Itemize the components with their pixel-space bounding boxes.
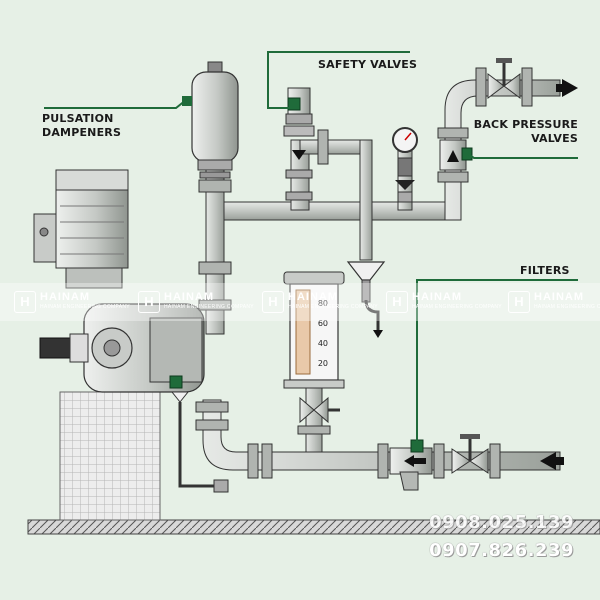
- flow-arrow-icon: [562, 79, 578, 97]
- watermark-brand: HAINAM: [534, 291, 584, 303]
- flow-arrow-icon: [414, 458, 426, 464]
- watermark-phone: 0908.025.139: [429, 512, 574, 533]
- funnel-icon: [346, 261, 386, 338]
- safety-valve: [283, 87, 315, 201]
- flow-arrow-icon: [404, 455, 414, 467]
- hainam-logo-icon: H: [138, 291, 160, 313]
- watermark-band: [0, 283, 600, 321]
- drain-line: [178, 402, 216, 488]
- flow-arrow-icon: [540, 452, 556, 470]
- hainam-logo-icon: H: [508, 291, 530, 313]
- watermark-tagline: HAINAM ENGINEERING COMPANY: [164, 304, 254, 310]
- pressure-gauge-icon: [392, 127, 418, 203]
- watermark-logo: H HAINAM HAINAM ENGINEERING COMPANY: [508, 290, 600, 314]
- funnel-icon: [170, 391, 190, 403]
- outlet-isolation-valve: [475, 58, 533, 107]
- safety-relief-drop: [359, 139, 373, 261]
- scale-tick: 80: [318, 299, 328, 308]
- label-safety-valves: SAFETY VALVES: [318, 58, 418, 71]
- callout-line-back-pressure: [467, 153, 578, 159]
- flange: [198, 179, 232, 193]
- safety-relief-pipe: [299, 139, 369, 155]
- watermark-brand: HAINAM: [164, 291, 214, 303]
- back-pressure-valve: [437, 127, 473, 183]
- flange: [317, 129, 329, 165]
- calibration-column: [283, 271, 345, 453]
- watermark-brand: HAINAM: [40, 291, 90, 303]
- hainam-logo-icon: H: [262, 291, 284, 313]
- watermark-logo: H HAINAM HAINAM ENGINEERING COMPANY: [386, 290, 502, 314]
- label-pulsation-dampeners: PULSATION DAMPENERS: [42, 112, 122, 139]
- discharge-pipe-horizontal: [217, 201, 459, 221]
- scale-tick: 40: [318, 339, 328, 348]
- flow-arrow-icon: [556, 84, 564, 92]
- watermark-tagline: HAINAM ENGINEERING COMPANY: [412, 304, 502, 310]
- scale-tick: 60: [318, 319, 328, 328]
- ground-floor: [27, 519, 600, 535]
- label-back-pressure-valves: BACK PRESSURE VALVES: [473, 118, 578, 145]
- watermark-phone: 0907.826.239: [429, 540, 574, 561]
- flange: [198, 299, 232, 311]
- watermark-logo: H HAINAM HAINAM ENGINEERING COMPANY: [14, 290, 130, 314]
- watermark-brand: HAINAM: [412, 291, 462, 303]
- pulsation-dampener: [191, 61, 239, 179]
- watermark-tagline: HAINAM ENGINEERING COMPANY: [288, 304, 378, 310]
- watermark-tagline: HAINAM ENGINEERING COMPANY: [534, 304, 600, 310]
- watermark-brand: HAINAM: [288, 291, 338, 303]
- flange: [261, 443, 273, 479]
- watermark-logo: H HAINAM HAINAM ENGINEERING COMPANY: [138, 290, 254, 314]
- callout-line-safety: [267, 51, 410, 109]
- flange: [247, 443, 259, 479]
- callout-line-pulsation: [44, 99, 187, 109]
- hainam-logo-icon: H: [14, 291, 36, 313]
- callout-marker: [182, 96, 192, 106]
- scale-tick: 20: [318, 359, 328, 368]
- suction-isolation-valve: [451, 434, 501, 479]
- flange: [195, 401, 229, 413]
- flange: [195, 419, 229, 431]
- back-pressure-riser-elbow: [444, 79, 561, 221]
- flange: [198, 261, 232, 275]
- watermark-logo: H HAINAM HAINAM ENGINEERING COMPANY: [262, 290, 378, 314]
- flow-arrow-icon: [447, 150, 459, 162]
- watermark-tagline: HAINAM ENGINEERING COMPANY: [40, 304, 130, 310]
- pump-base-stand: [59, 391, 161, 521]
- hainam-logo-icon: H: [386, 291, 408, 313]
- drain-outlet: [213, 479, 229, 493]
- dosing-pump-head: [39, 303, 205, 393]
- pump-motor-icon: [33, 169, 129, 289]
- label-filters: FILTERS: [520, 264, 570, 277]
- flow-arrow-icon: [292, 150, 306, 160]
- flow-arrow-icon: [554, 457, 564, 465]
- callout-line-filters: [416, 279, 578, 442]
